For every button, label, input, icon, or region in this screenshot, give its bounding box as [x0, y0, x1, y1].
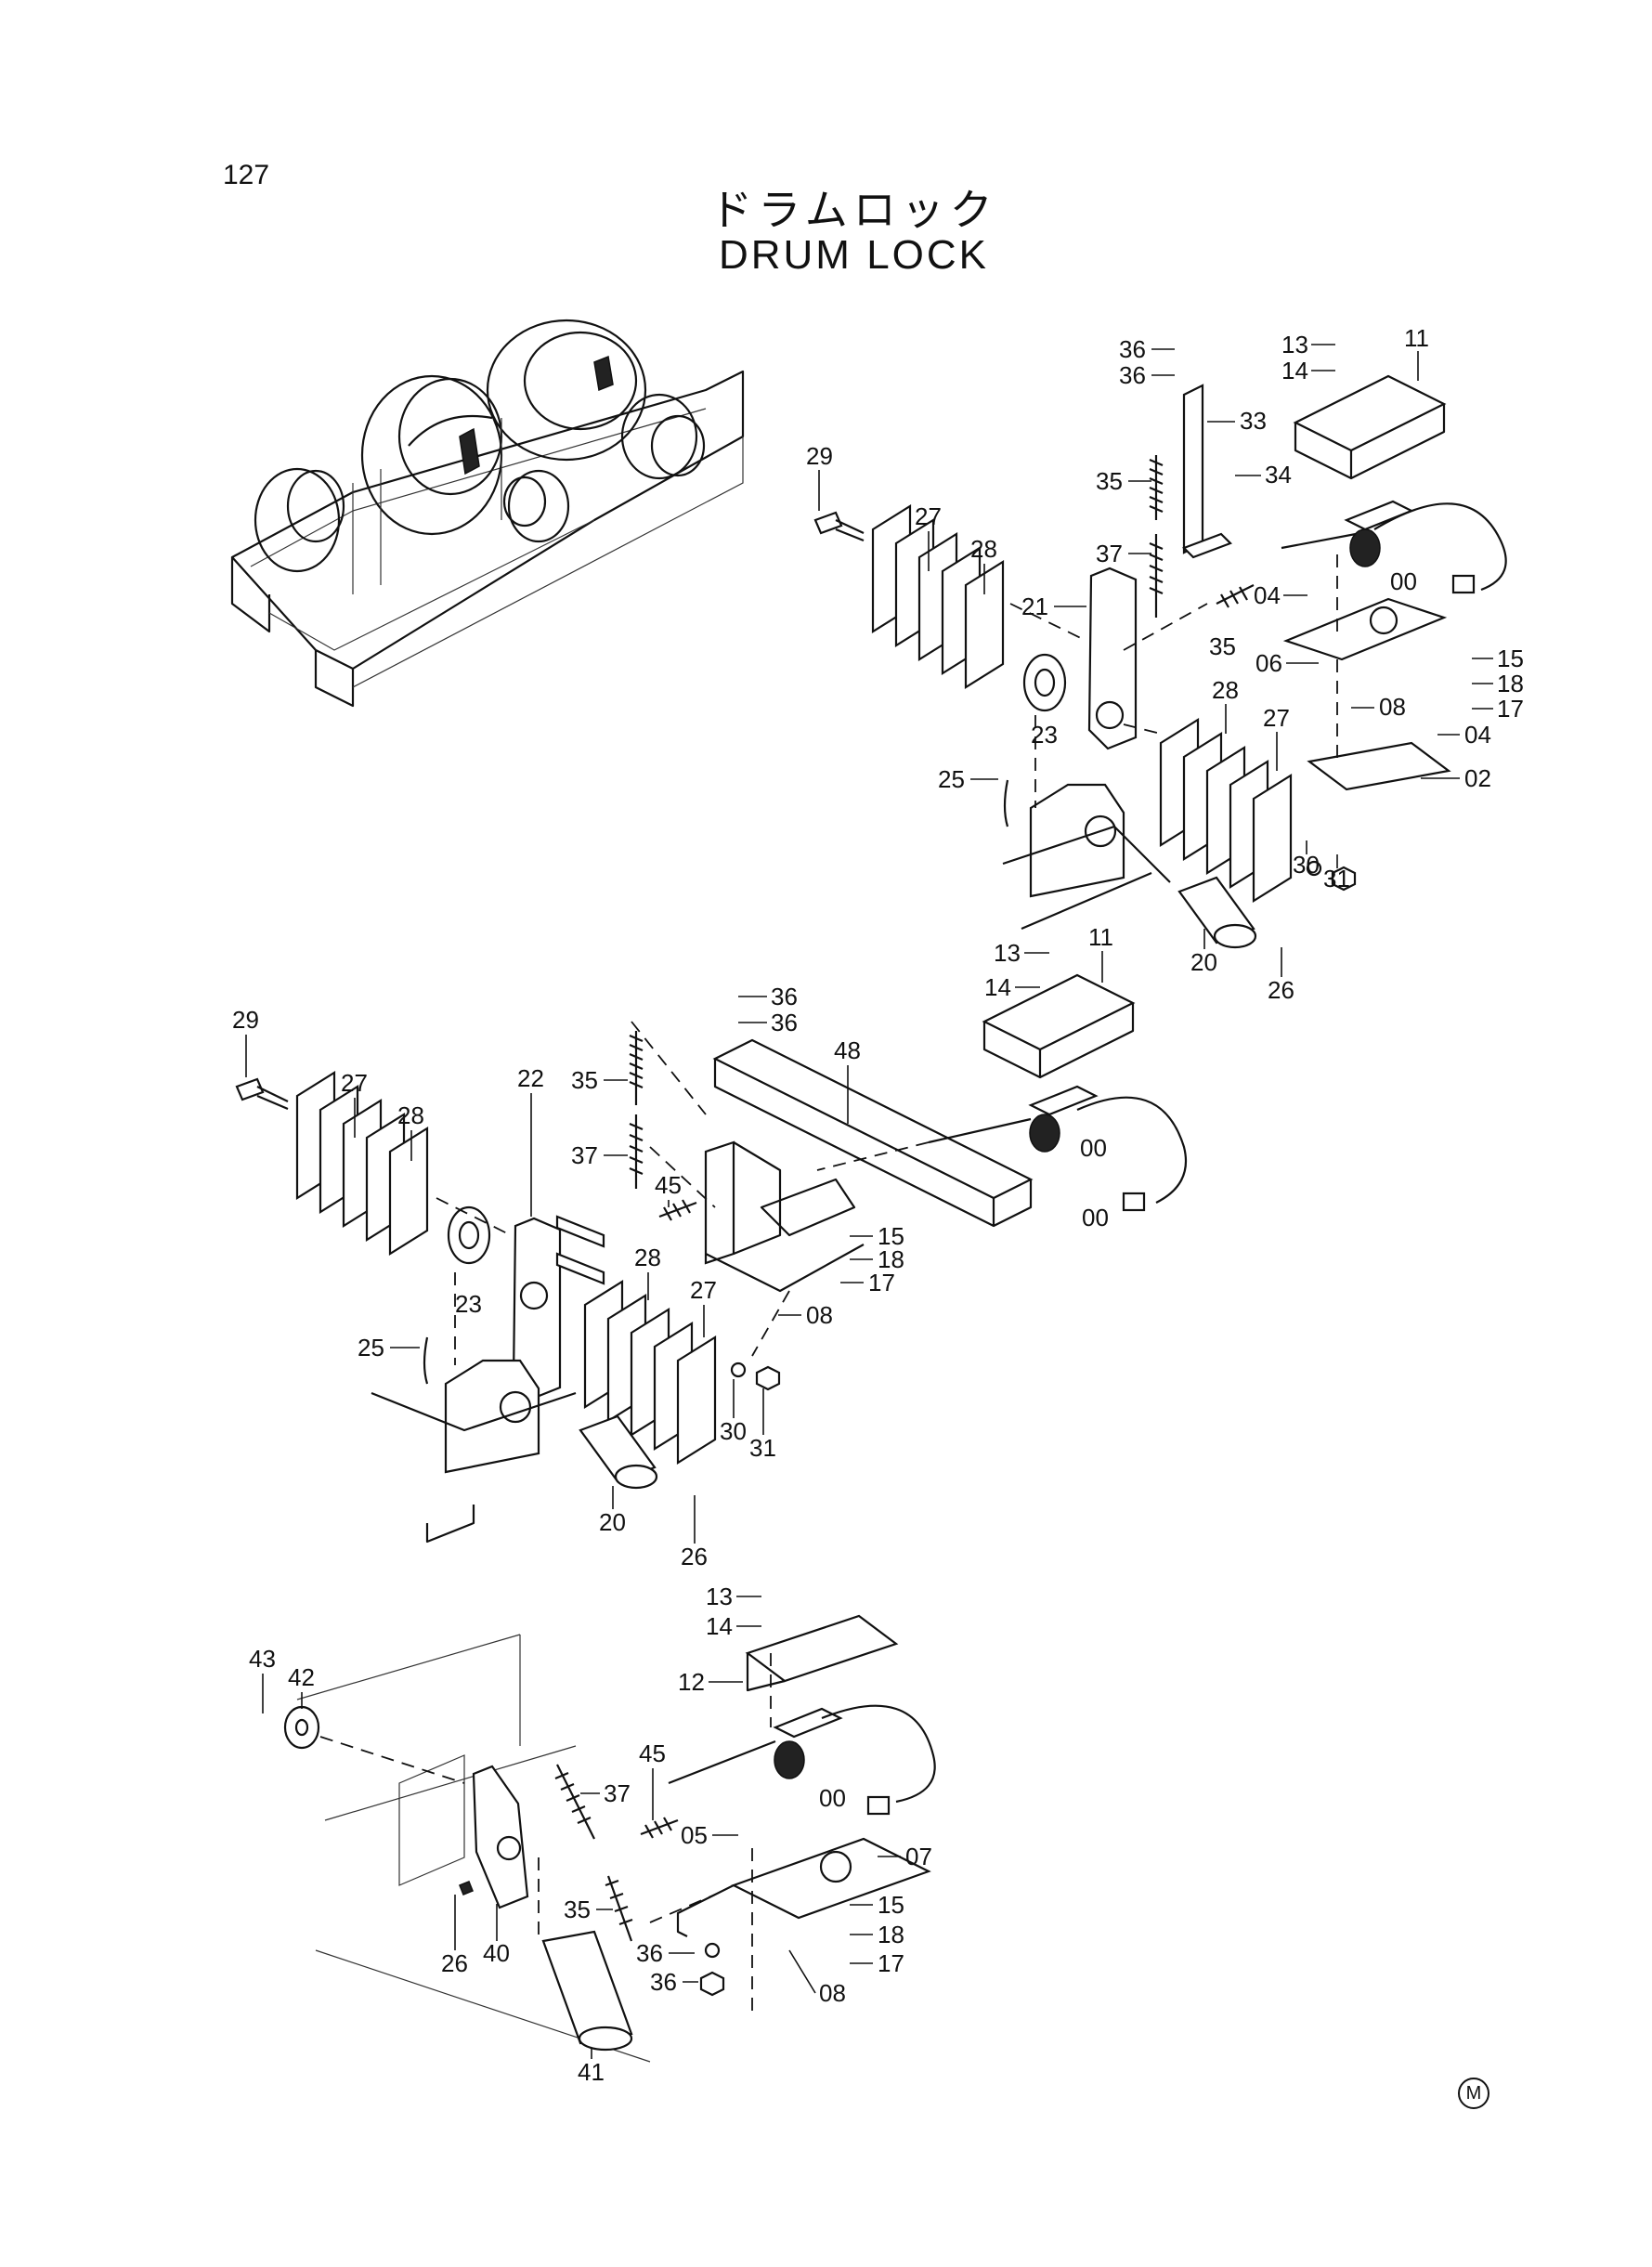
callout: 15 — [878, 1222, 904, 1250]
callout: 17 — [868, 1269, 895, 1296]
callout: 00 — [1080, 1134, 1107, 1162]
callouts-section-3: 13 14 43 42 12 45 37 00 05 07 15 35 26 4… — [249, 1583, 932, 2086]
callout: 26 — [681, 1543, 708, 1570]
callout: 27 — [690, 1276, 717, 1304]
callout: 00 — [1082, 1204, 1109, 1231]
callout: 48 — [834, 1036, 861, 1064]
callout: 08 — [806, 1301, 833, 1329]
callout: 17 — [878, 1949, 904, 1977]
drum-lock-section-2 — [235, 973, 1188, 1544]
callout: 27 — [1263, 704, 1290, 732]
callout: 07 — [905, 1843, 932, 1870]
callout: 23 — [1031, 721, 1058, 749]
callout: 06 — [1255, 649, 1282, 677]
callout: 11 — [1404, 324, 1429, 352]
callout: 30 — [720, 1417, 747, 1445]
callout: 21 — [1021, 593, 1048, 620]
callout: 13 — [1281, 331, 1308, 358]
callout: 12 — [678, 1668, 705, 1696]
callout: 37 — [571, 1141, 598, 1169]
page-number: 127 — [223, 160, 270, 190]
callout: 31 — [1323, 865, 1350, 892]
callout: 30 — [1293, 851, 1320, 879]
callout: 13 — [706, 1583, 733, 1610]
callout: 35 — [571, 1066, 598, 1094]
callout: 22 — [517, 1064, 544, 1092]
title-english: DRUM LOCK — [718, 232, 990, 278]
callout: 13 — [994, 939, 1021, 967]
callout: 20 — [599, 1508, 626, 1536]
callout: 00 — [819, 1784, 846, 1812]
callout: 00 — [1390, 567, 1417, 595]
drum-lock-section-1 — [813, 374, 1507, 949]
callout: 28 — [397, 1101, 424, 1129]
callout: 35 — [564, 1896, 591, 1923]
callout: 14 — [706, 1612, 733, 1640]
title-japanese: ドラムロック — [709, 185, 998, 235]
callouts-section-1: 36 36 13 14 11 33 29 35 34 27 28 37 00 0… — [806, 324, 1524, 1004]
callout: 18 — [878, 1245, 904, 1273]
callout: 18 — [878, 1921, 904, 1948]
manufacturer-mark: M — [1458, 2078, 1489, 2109]
callout: 33 — [1240, 407, 1267, 435]
callout: 20 — [1190, 948, 1217, 976]
callout: 35 — [1096, 467, 1123, 495]
callout: 35 — [1209, 632, 1236, 660]
winch-assembly-illustration — [230, 319, 745, 708]
callout: 25 — [938, 765, 965, 793]
callout: 45 — [655, 1171, 682, 1199]
callout: 15 — [878, 1891, 904, 1919]
callout: 36 — [636, 1939, 663, 1967]
callout: 36 — [771, 1009, 798, 1036]
callout: 29 — [806, 442, 833, 470]
callout: 02 — [1464, 764, 1491, 792]
callout: 36 — [1119, 335, 1146, 363]
callout: 43 — [249, 1645, 276, 1673]
callout: 28 — [970, 535, 997, 563]
callout: 05 — [681, 1821, 708, 1849]
drum-lock-section-3 — [283, 1614, 936, 2063]
callout: 26 — [1268, 976, 1294, 1004]
callout: 41 — [578, 2058, 605, 2086]
callouts-section-2: 13 11 14 36 36 29 48 22 35 27 28 37 45 0… — [232, 923, 1113, 1570]
callout: 25 — [358, 1334, 384, 1362]
callout: 15 — [1497, 645, 1524, 672]
callout: 29 — [232, 1006, 259, 1034]
callout: 18 — [1497, 670, 1524, 697]
callout: 23 — [455, 1290, 482, 1318]
callout: 45 — [639, 1739, 666, 1767]
callout: 08 — [1379, 693, 1406, 721]
callout: 28 — [634, 1244, 661, 1271]
callout: 04 — [1464, 721, 1491, 749]
callout: 36 — [771, 983, 798, 1010]
callout: 31 — [749, 1434, 776, 1462]
callout: 36 — [1119, 361, 1146, 389]
callout: 36 — [650, 1968, 677, 1996]
callout: 26 — [441, 1949, 468, 1977]
callout: 14 — [1281, 357, 1308, 384]
callout: 37 — [604, 1779, 631, 1807]
callout: 14 — [984, 973, 1011, 1001]
callout: 27 — [341, 1069, 368, 1097]
callout: 04 — [1254, 581, 1281, 609]
callout: 08 — [819, 1979, 846, 2007]
callout: 42 — [288, 1663, 315, 1691]
callout: 34 — [1265, 461, 1292, 489]
callout: 28 — [1212, 676, 1239, 704]
callout: 27 — [915, 502, 942, 530]
callout: 37 — [1096, 540, 1123, 567]
callout: 17 — [1497, 695, 1524, 723]
callout: 40 — [483, 1939, 510, 1967]
callout: 11 — [1088, 923, 1113, 951]
